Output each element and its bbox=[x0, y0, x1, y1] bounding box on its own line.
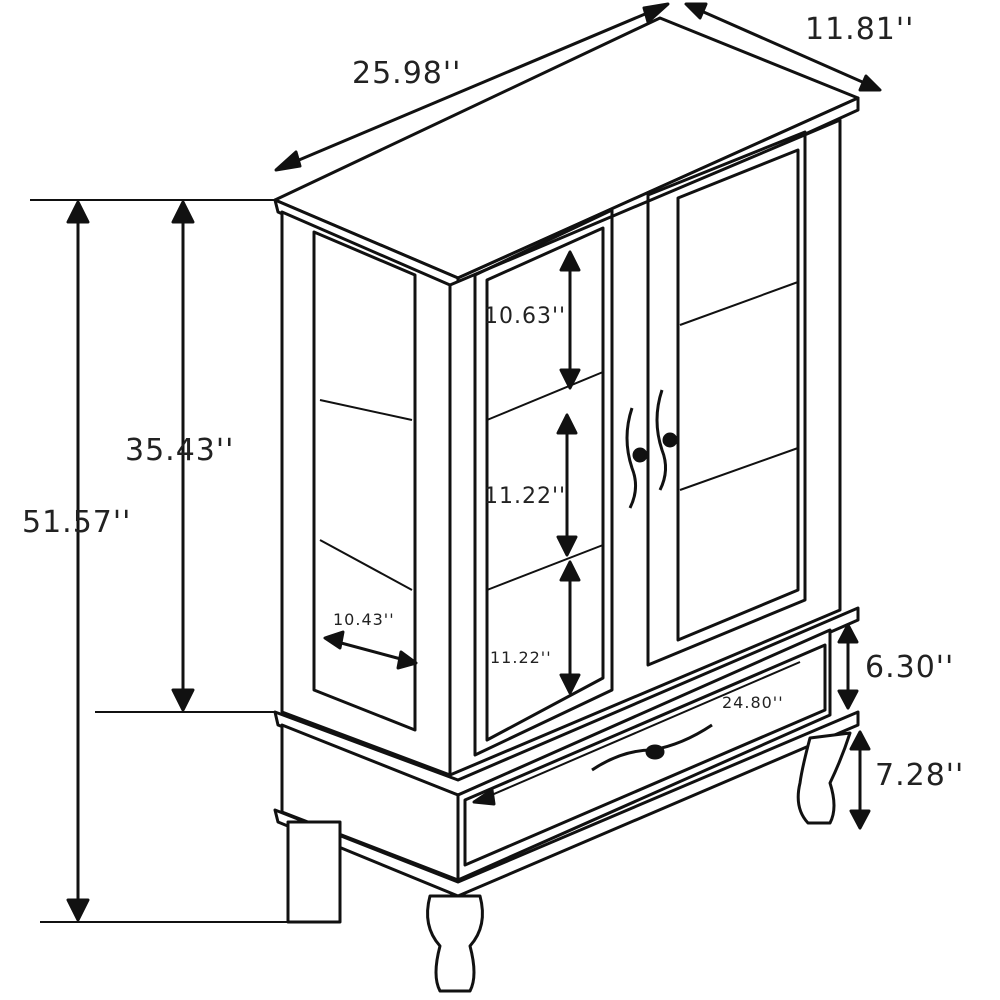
inner-depth-label: 10.43'' bbox=[333, 610, 395, 629]
total-height-label: 51.57'' bbox=[22, 505, 132, 540]
shelf-gap-middle-label: 11.22'' bbox=[484, 484, 567, 509]
cabinet-height-label: 35.43'' bbox=[125, 433, 235, 468]
shelf-gap-top-label: 10.63'' bbox=[484, 304, 567, 329]
drawer-height-label: 6.30'' bbox=[865, 650, 955, 685]
depth-label: 11.81'' bbox=[805, 12, 915, 47]
drawer-width-label: 24.80'' bbox=[722, 693, 784, 712]
shelf-gap-bottom-label: 11.22'' bbox=[490, 648, 552, 667]
width-label: 25.98'' bbox=[352, 56, 462, 91]
leg-height-label: 7.28'' bbox=[875, 758, 965, 793]
